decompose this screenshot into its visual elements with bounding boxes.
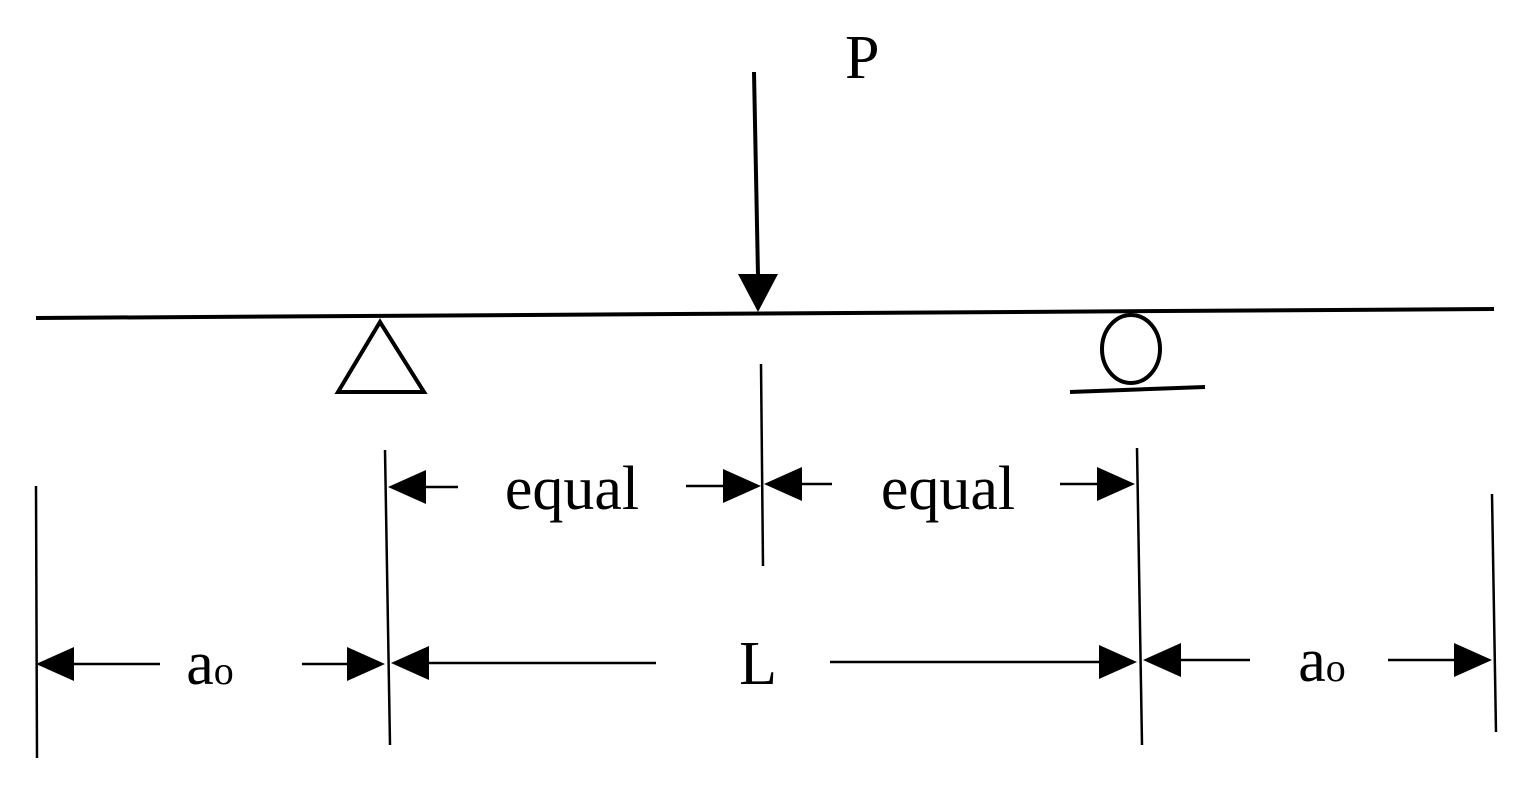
extension-line-left-support [383,449,392,746]
dimension-equal-right [764,467,1135,501]
dimension-overhang-left [36,647,385,681]
pin-support-icon [334,318,428,394]
load-label: P [845,24,879,92]
dimension-equal-left [388,469,761,504]
equal-label-left: equal [505,455,639,523]
equal-label-right: equal [881,455,1015,523]
overhang-label-left: ao [186,630,234,698]
dimension-span [391,645,1137,680]
beam [35,307,1495,320]
extension-line-left-end [34,485,39,759]
span-label: L [739,630,777,698]
overhang-label-right: ao [1298,627,1346,695]
dimension-overhang-right [1143,643,1492,677]
extension-line-center [759,363,765,567]
extension-line-right-end [1490,493,1498,733]
load-arrow [738,71,778,312]
extension-line-right-support [1135,447,1144,746]
roller-support-icon [1069,313,1206,394]
